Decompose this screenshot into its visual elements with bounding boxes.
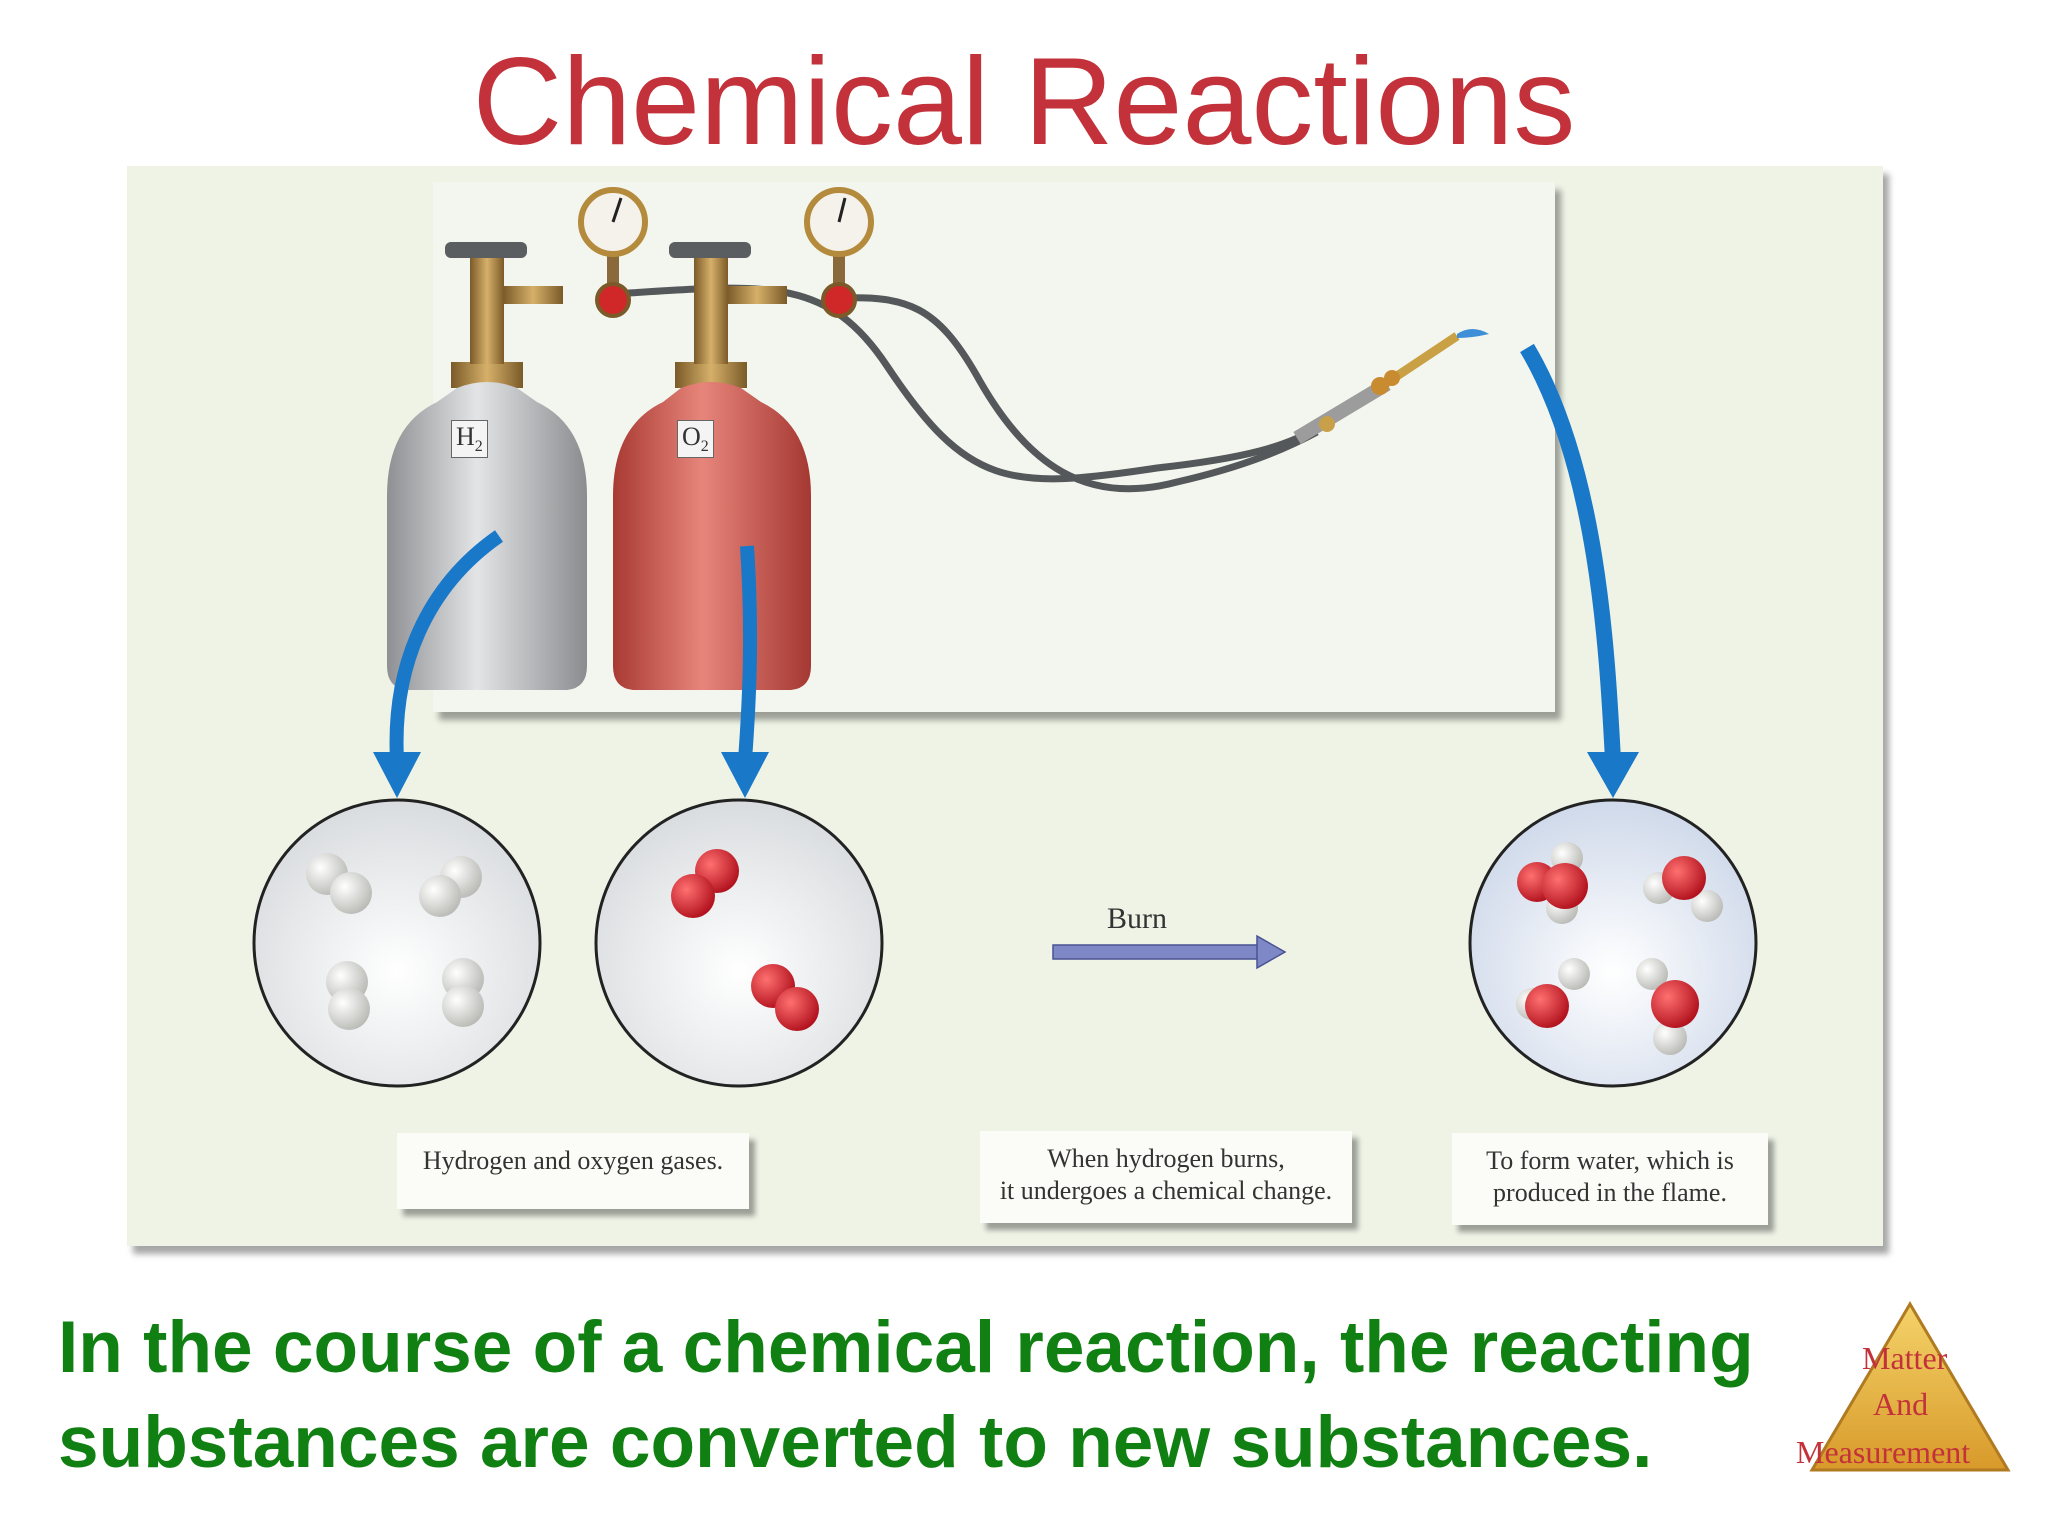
slide-body-text: In the course of a chemical reaction, th… — [58, 1300, 1918, 1490]
slide-title: Chemical Reactions — [472, 33, 1576, 171]
h2-callout-arrow-icon — [373, 530, 503, 798]
burn-label: Burn — [1107, 902, 1167, 935]
h2-gauge-icon — [578, 187, 648, 318]
o2-tank-label: O2 — [677, 420, 714, 459]
figure-panel: H2 O2 Burn Hydrogen and oxygen gases. Wh… — [127, 166, 1883, 1246]
body-line-2: substances are converted to new substanc… — [58, 1402, 1653, 1483]
matter-logo-icon — [1809, 1301, 2011, 1472]
water-molecules-view — [1468, 798, 1758, 1088]
flame-callout-arrow-icon — [1520, 343, 1639, 798]
oxygen-tank — [613, 242, 811, 690]
caption-reactants: Hydrogen and oxygen gases. — [397, 1133, 749, 1209]
hydrogen-molecules-view — [252, 798, 542, 1088]
body-line-1: In the course of a chemical reaction, th… — [58, 1307, 1754, 1388]
logo-line-3: Measurement — [1796, 1434, 1971, 1470]
logo-line-1: Matter — [1862, 1340, 1948, 1376]
oxygen-molecules-view — [594, 798, 884, 1088]
reaction-illustration — [252, 187, 1758, 1088]
torch-icon — [1293, 329, 1489, 445]
h2-tank-label: H2 — [451, 420, 488, 459]
caption-chemical-change: When hydrogen burns, it undergoes a chem… — [980, 1131, 1352, 1223]
o2-gauge-icon — [804, 187, 874, 318]
burn-arrow-icon — [1052, 934, 1287, 970]
hydrogen-tank — [387, 242, 587, 690]
logo-line-2: And — [1873, 1386, 1929, 1422]
caption-product: To form water, which is produced in the … — [1452, 1133, 1768, 1225]
o2-callout-arrow-icon — [721, 545, 769, 798]
